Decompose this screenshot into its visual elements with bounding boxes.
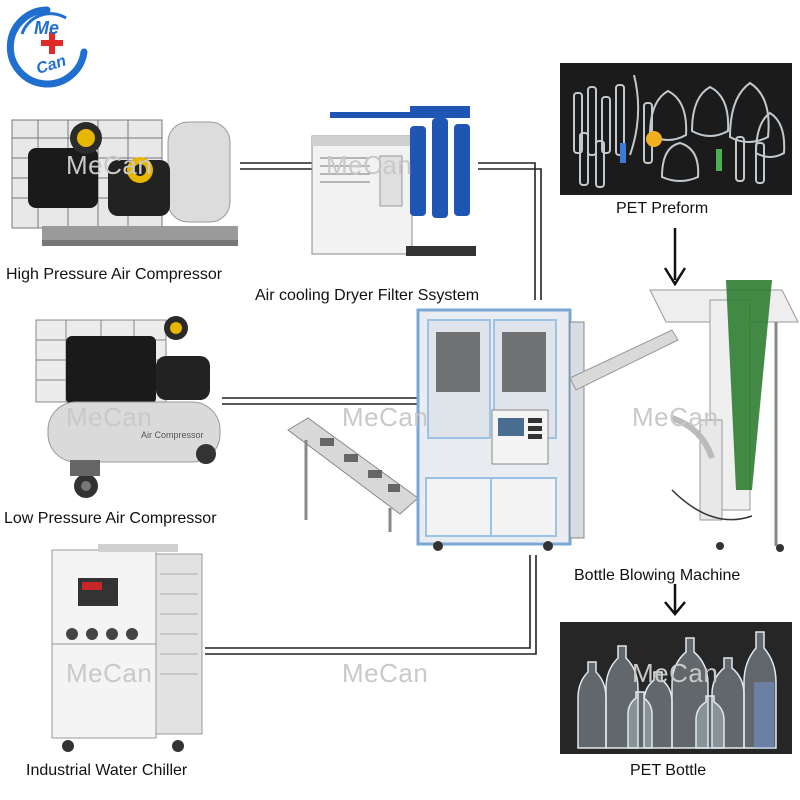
high-pressure-compressor-label: High Pressure Air Compressor <box>6 266 223 283</box>
arrow-down-icon <box>664 584 686 616</box>
preforms-image <box>560 63 792 195</box>
watermark: MeCan <box>342 402 429 432</box>
watermark: MeCan <box>326 150 413 180</box>
watermark: MeCan <box>66 150 153 180</box>
bottles-image <box>560 622 792 754</box>
air-compressor-image <box>11 119 238 246</box>
watermark: MeCan <box>342 658 429 688</box>
dryer-label: Air cooling Dryer Filter Ssystem <box>255 287 480 304</box>
tank-compressor-image: Air Compressor <box>35 316 221 498</box>
bottle-label: PET Bottle <box>630 762 707 779</box>
blowing-machine-image <box>287 280 799 552</box>
blowing-machine-label: Bottle Blowing Machine <box>574 567 741 584</box>
arrow-down-icon <box>663 228 687 286</box>
low-pressure-compressor-label: Low Pressure Air Compressor <box>4 510 217 527</box>
logo-text-bottom: Can <box>34 52 68 78</box>
watermark: MeCan <box>632 402 719 432</box>
preform-label: PET Preform <box>616 200 709 217</box>
mecan-logo: Me Can <box>6 6 88 88</box>
water-chiller-image <box>51 544 203 752</box>
air-dryer-image <box>311 106 476 256</box>
watermark: MeCan <box>66 402 153 432</box>
logo-text-top: Me <box>34 18 59 38</box>
chiller-label: Industrial Water Chiller <box>26 762 188 779</box>
svg-text:Air Compressor: Air Compressor <box>141 430 204 440</box>
watermark: MeCan <box>632 658 719 688</box>
watermark: MeCan <box>66 658 153 688</box>
